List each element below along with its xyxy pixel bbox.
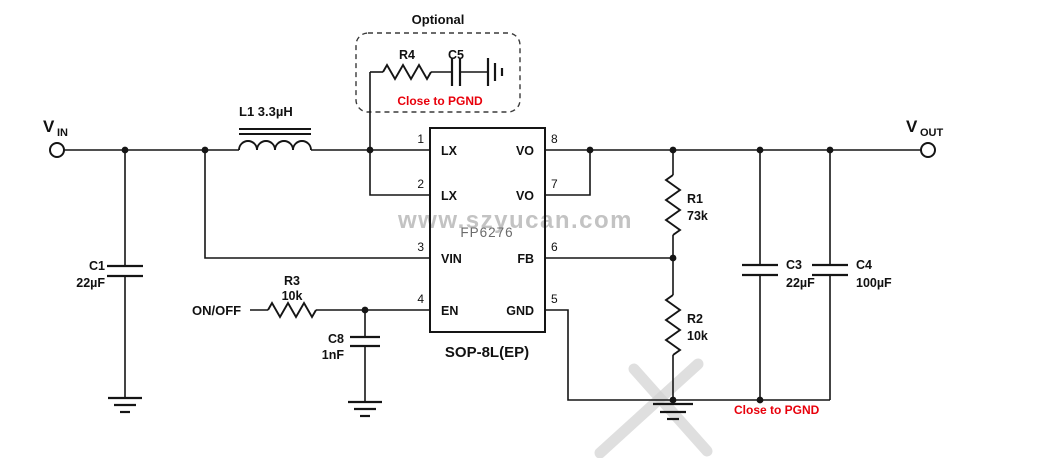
capacitor-c3-value: 22µF xyxy=(786,276,815,290)
pin-5-number: 5 xyxy=(551,292,558,306)
junction-dot xyxy=(361,306,369,314)
inductor-l1-symbol xyxy=(238,128,312,151)
pin-7-number: 7 xyxy=(551,177,558,191)
pin-6-number: 6 xyxy=(551,240,558,254)
vin-label-sub: IN xyxy=(57,127,68,139)
junction-dot xyxy=(669,254,677,262)
wire-vo-pin7 xyxy=(545,150,591,196)
resistor-r2-symbol xyxy=(664,294,682,356)
pin-8-number: 8 xyxy=(551,132,558,146)
capacitor-c1-value: 22µF xyxy=(76,276,105,290)
junction-dot xyxy=(756,396,764,404)
capacitor-c8-symbol xyxy=(350,335,380,348)
vout-label-sub: OUT xyxy=(920,127,944,139)
junction-dot xyxy=(756,146,764,154)
inductor-coil-icon xyxy=(238,140,312,151)
junction-dots xyxy=(121,146,834,404)
inductor-l1-label: L1 3.3µH xyxy=(239,104,293,119)
watermark-slash-icon xyxy=(594,358,704,458)
pin-7-name: VO xyxy=(516,189,534,203)
capacitor-c4-ref: C4 xyxy=(856,258,872,272)
pin-3-number: 3 xyxy=(417,240,424,254)
optional-label: Optional xyxy=(412,12,465,27)
resistor-r3-ref: R3 xyxy=(284,274,300,288)
close-to-pgnd-note-bottom: Close to PGND xyxy=(734,403,820,417)
capacitor-c5-label: C5 xyxy=(448,48,464,62)
capacitor-c8-ref: C8 xyxy=(328,332,344,346)
pin-8-name: VO xyxy=(516,144,534,158)
ground-symbol-c1 xyxy=(108,396,142,414)
capacitor-c8-value: 1nF xyxy=(322,348,345,362)
resistor-r1-ref: R1 xyxy=(687,192,703,206)
junction-dot xyxy=(826,146,834,154)
vin-label: V xyxy=(43,117,55,136)
pin-2-number: 2 xyxy=(417,177,424,191)
ic-outline xyxy=(429,127,546,333)
pin-4-name: EN xyxy=(441,304,458,318)
pin-2-name: LX xyxy=(441,189,458,203)
junction-dot xyxy=(669,146,677,154)
pin-5-name: GND xyxy=(506,304,534,318)
resistor-r4-symbol xyxy=(382,63,432,81)
wires xyxy=(64,71,921,402)
capacitor-c5-symbol xyxy=(450,58,462,86)
pin-1-number: 1 xyxy=(417,132,424,146)
resistor-r3-symbol xyxy=(267,301,317,319)
junction-dot xyxy=(586,146,594,154)
vout-label: V xyxy=(906,117,918,136)
watermark-graphic: www.szyucan.com xyxy=(397,207,713,458)
close-to-pgnd-note-top: Close to PGND xyxy=(397,94,483,108)
watermark-text: www.szyucan.com xyxy=(397,207,633,234)
junction-dot xyxy=(201,146,209,154)
watermark-slash-icon xyxy=(628,363,713,457)
ic-package-label: SOP-8L(EP) xyxy=(445,344,529,361)
vin-terminal xyxy=(49,142,65,158)
capacitor-c1-ref: C1 xyxy=(89,259,105,273)
junction-dot xyxy=(121,146,129,154)
resistor-r4-label: R4 xyxy=(399,48,415,62)
pin-6-name: FB xyxy=(517,252,534,266)
capacitor-c1-symbol xyxy=(107,264,143,278)
pin-4-number: 4 xyxy=(417,292,424,306)
capacitor-c3-symbol xyxy=(742,263,778,277)
resistor-r1-value: 73k xyxy=(687,209,708,223)
pin-3-name: VIN xyxy=(441,252,462,266)
on-off-label: ON/OFF xyxy=(192,303,241,318)
ground-symbol-c5 xyxy=(486,58,504,86)
capacitor-c3-ref: C3 xyxy=(786,258,802,272)
wire-vin-pin xyxy=(204,150,430,259)
capacitor-c4-symbol xyxy=(812,263,848,277)
resistor-r1-symbol xyxy=(664,174,682,236)
wire-gnd-rail xyxy=(545,309,830,401)
ground-symbol-c8 xyxy=(348,400,382,418)
resistor-r2-ref: R2 xyxy=(687,312,703,326)
ground-symbol-main xyxy=(653,400,693,421)
junction-dot xyxy=(366,146,374,154)
vout-terminal xyxy=(920,142,936,158)
wire-lx2-and-optional xyxy=(369,72,430,196)
resistor-r2-value: 10k xyxy=(687,329,708,343)
optional-region-box xyxy=(355,32,521,113)
resistor-r3-value: 10k xyxy=(282,289,303,303)
capacitor-c4-value: 100µF xyxy=(856,276,892,290)
ic-part-number: FP6276 xyxy=(460,225,513,240)
pin-1-name: LX xyxy=(441,144,458,158)
